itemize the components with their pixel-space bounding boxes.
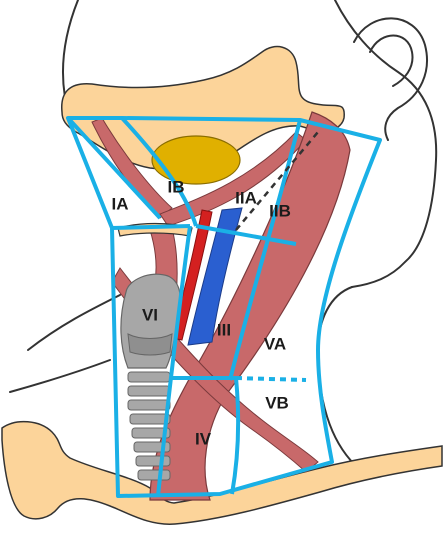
label-level-iia: IIA — [235, 188, 257, 207]
label-level-vi: VI — [142, 305, 158, 324]
ear — [354, 18, 427, 140]
submandibular-gland — [152, 136, 240, 184]
label-level-vb: VB — [265, 393, 289, 412]
boundary-va-vb — [236, 378, 306, 380]
label-level-va: VA — [264, 334, 286, 353]
clavicle — [2, 422, 442, 525]
label-level-ia: IA — [112, 194, 129, 213]
label-level-iib: IIB — [269, 201, 291, 220]
label-level-ib: IB — [168, 177, 185, 196]
label-level-iii: III — [217, 320, 231, 339]
boundary-level-i-lower — [112, 226, 190, 228]
label-level-iv: IV — [195, 429, 212, 448]
